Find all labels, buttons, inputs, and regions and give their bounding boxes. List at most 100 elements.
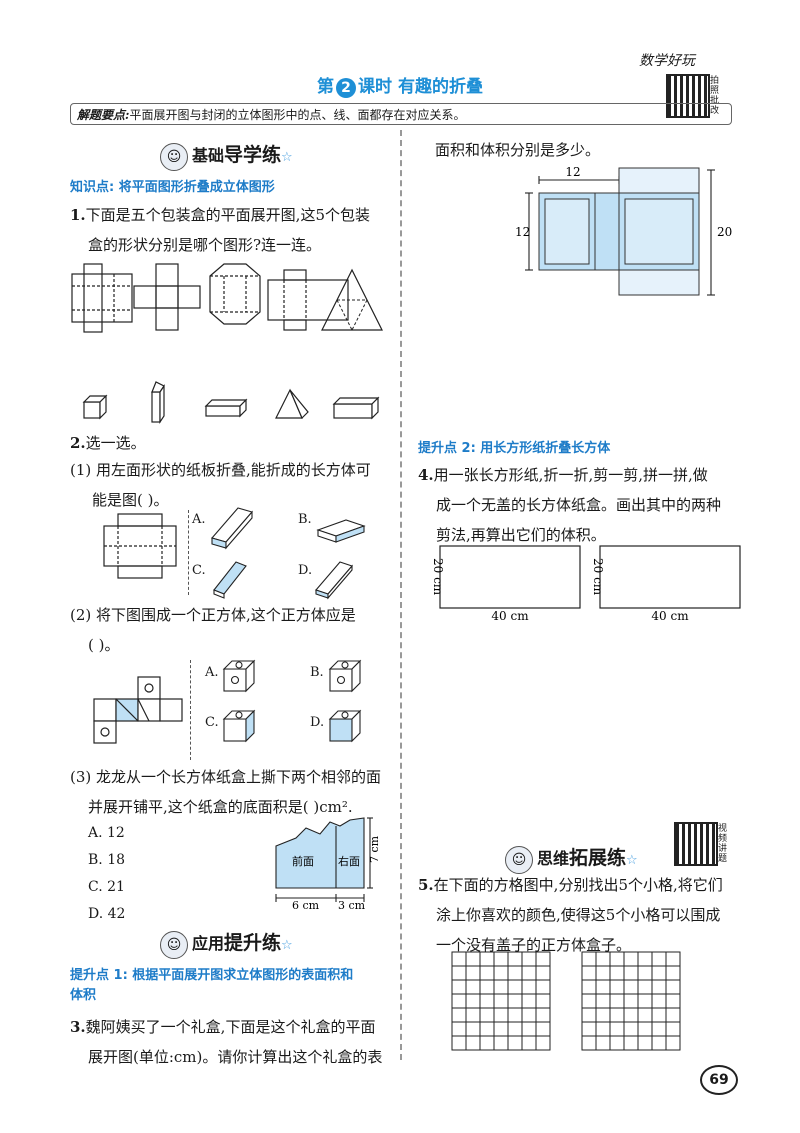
grid-cell[interactable] xyxy=(665,979,681,995)
grid-cell[interactable] xyxy=(651,979,667,995)
q2-2-opt-c[interactable]: C. xyxy=(205,715,219,730)
grid-1[interactable] xyxy=(451,951,551,1051)
grid-cell[interactable] xyxy=(651,965,667,981)
grid-cell[interactable] xyxy=(507,993,523,1009)
grid-cell[interactable] xyxy=(535,993,551,1009)
grid-cell[interactable] xyxy=(595,965,611,981)
grid-cell[interactable] xyxy=(493,1021,509,1037)
grid-cell[interactable] xyxy=(465,951,481,967)
grid-cell[interactable] xyxy=(479,993,495,1009)
grid-cell[interactable] xyxy=(637,1035,653,1051)
grid-cell[interactable] xyxy=(581,979,597,995)
q5-grids[interactable] xyxy=(450,950,720,1055)
grid-cell[interactable] xyxy=(609,993,625,1009)
grid-cell[interactable] xyxy=(535,979,551,995)
q2-1-opt-a[interactable]: A. xyxy=(192,512,206,527)
grid-cell[interactable] xyxy=(479,1021,495,1037)
grid-cell[interactable] xyxy=(623,951,639,967)
grid-cell[interactable] xyxy=(493,951,509,967)
choice-d[interactable]: D. 42 xyxy=(88,906,126,922)
grid-cell[interactable] xyxy=(521,993,537,1009)
grid-cell[interactable] xyxy=(637,951,653,967)
grid-cell[interactable] xyxy=(623,1035,639,1051)
grid-cell[interactable] xyxy=(479,979,495,995)
grid-cell[interactable] xyxy=(493,993,509,1009)
grid-cell[interactable] xyxy=(465,1021,481,1037)
grid-cell[interactable] xyxy=(665,993,681,1009)
choice-c[interactable]: C. 21 xyxy=(88,879,125,895)
grid-cell[interactable] xyxy=(665,1021,681,1037)
choice-b[interactable]: B. 18 xyxy=(88,852,126,868)
choice-a[interactable]: A. 12 xyxy=(88,825,125,841)
grid-cell[interactable] xyxy=(521,965,537,981)
grid-cell[interactable] xyxy=(609,965,625,981)
grid-cell[interactable] xyxy=(665,951,681,967)
grid-cell[interactable] xyxy=(465,1007,481,1023)
grid-cell[interactable] xyxy=(665,1035,681,1051)
grid-cell[interactable] xyxy=(451,965,467,981)
grid-cell[interactable] xyxy=(581,965,597,981)
grid-2[interactable] xyxy=(581,951,681,1051)
grid-cell[interactable] xyxy=(451,1021,467,1037)
grid-cell[interactable] xyxy=(623,993,639,1009)
grid-cell[interactable] xyxy=(521,951,537,967)
grid-cell[interactable] xyxy=(595,993,611,1009)
grid-cell[interactable] xyxy=(651,1007,667,1023)
qr-code-icon[interactable] xyxy=(674,822,718,866)
grid-cell[interactable] xyxy=(665,1007,681,1023)
grid-cell[interactable] xyxy=(451,979,467,995)
grid-cell[interactable] xyxy=(507,951,523,967)
grid-cell[interactable] xyxy=(493,1035,509,1051)
grid-cell[interactable] xyxy=(609,1007,625,1023)
grid-cell[interactable] xyxy=(535,1007,551,1023)
grid-cell[interactable] xyxy=(479,1035,495,1051)
grid-cell[interactable] xyxy=(465,993,481,1009)
grid-cell[interactable] xyxy=(623,979,639,995)
grid-cell[interactable] xyxy=(479,1007,495,1023)
grid-cell[interactable] xyxy=(581,1021,597,1037)
grid-cell[interactable] xyxy=(651,1035,667,1051)
grid-cell[interactable] xyxy=(665,965,681,981)
grid-cell[interactable] xyxy=(637,993,653,1009)
grid-cell[interactable] xyxy=(479,951,495,967)
grid-cell[interactable] xyxy=(535,1021,551,1037)
grid-cell[interactable] xyxy=(507,1021,523,1037)
grid-cell[interactable] xyxy=(637,965,653,981)
grid-cell[interactable] xyxy=(595,951,611,967)
grid-cell[interactable] xyxy=(465,965,481,981)
q2-1-opt-d[interactable]: D. xyxy=(298,563,313,578)
grid-cell[interactable] xyxy=(651,1021,667,1037)
grid-cell[interactable] xyxy=(581,1035,597,1051)
grid-cell[interactable] xyxy=(623,965,639,981)
qr-code-icon[interactable] xyxy=(666,74,710,118)
grid-cell[interactable] xyxy=(507,1007,523,1023)
grid-cell[interactable] xyxy=(609,951,625,967)
grid-cell[interactable] xyxy=(507,1035,523,1051)
grid-cell[interactable] xyxy=(535,965,551,981)
grid-cell[interactable] xyxy=(623,1007,639,1023)
grid-cell[interactable] xyxy=(535,951,551,967)
grid-cell[interactable] xyxy=(637,979,653,995)
grid-cell[interactable] xyxy=(581,1007,597,1023)
grid-cell[interactable] xyxy=(521,1021,537,1037)
grid-cell[interactable] xyxy=(637,1007,653,1023)
grid-cell[interactable] xyxy=(465,979,481,995)
grid-cell[interactable] xyxy=(651,993,667,1009)
grid-cell[interactable] xyxy=(609,1021,625,1037)
grid-cell[interactable] xyxy=(581,993,597,1009)
grid-cell[interactable] xyxy=(595,1021,611,1037)
grid-cell[interactable] xyxy=(451,1035,467,1051)
grid-cell[interactable] xyxy=(609,979,625,995)
q2-2-opt-b[interactable]: B. xyxy=(310,665,324,680)
grid-cell[interactable] xyxy=(623,1021,639,1037)
grid-cell[interactable] xyxy=(521,1035,537,1051)
grid-cell[interactable] xyxy=(535,1035,551,1051)
grid-cell[interactable] xyxy=(465,1035,481,1051)
q2-1-opt-b[interactable]: B. xyxy=(298,512,312,527)
grid-cell[interactable] xyxy=(637,1021,653,1037)
grid-cell[interactable] xyxy=(595,1007,611,1023)
grid-cell[interactable] xyxy=(507,965,523,981)
grid-cell[interactable] xyxy=(493,965,509,981)
grid-cell[interactable] xyxy=(651,951,667,967)
grid-cell[interactable] xyxy=(493,1007,509,1023)
